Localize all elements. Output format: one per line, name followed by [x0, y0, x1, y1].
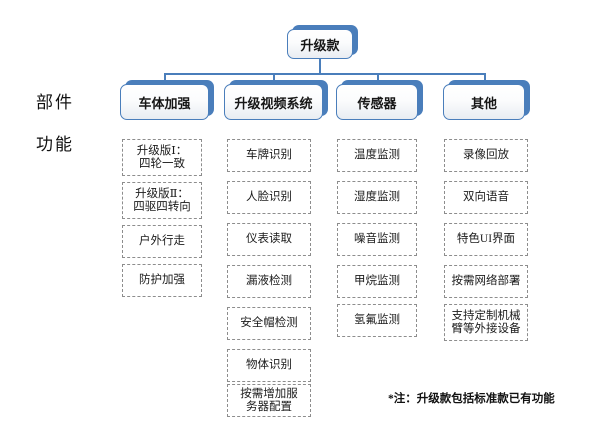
- feature-box[interactable]: 漏液检测: [227, 265, 311, 298]
- feature-box[interactable]: 录像回放: [444, 139, 528, 172]
- feature-box-label: 安全帽检测: [240, 316, 298, 329]
- row-label-2: 功能: [36, 135, 74, 154]
- feature-box-label: 湿度监测: [354, 190, 400, 203]
- feature-box-label: 户外行走: [139, 234, 185, 247]
- feature-box-label: 防护加强: [139, 273, 185, 286]
- category-node-3[interactable]: 传感器: [336, 80, 423, 120]
- category-node-1-label: 车体加强: [138, 95, 191, 111]
- category-node-1[interactable]: 车体加强: [120, 80, 214, 120]
- feature-box-label: 升级版Ⅱ： 四驱四转向: [133, 187, 191, 213]
- feature-box-label: 氢氟监测: [354, 313, 400, 326]
- feature-box-label: 甲烷监测: [354, 274, 400, 287]
- connector-root-stem: [319, 59, 321, 74]
- category-node-3-face: 传感器: [336, 84, 418, 120]
- feature-box-label: 漏液检测: [246, 274, 292, 287]
- feature-box[interactable]: 支持定制机械 臂等外接设备: [444, 304, 528, 341]
- feature-box-label: 双向语音: [463, 190, 509, 203]
- connector-bus: [164, 73, 484, 75]
- feature-box[interactable]: 升级版Ⅰ： 四轮一致: [122, 139, 202, 176]
- feature-box[interactable]: 湿度监测: [337, 181, 417, 214]
- feature-box-label: 仪表读取: [246, 232, 292, 245]
- feature-box[interactable]: 户外行走: [122, 225, 202, 258]
- connector-drop-3: [377, 73, 379, 84]
- feature-box-label: 温度监测: [354, 148, 400, 161]
- connector-drop-4: [484, 73, 486, 84]
- category-node-4-face: 其他: [443, 84, 525, 120]
- category-node-3-label: 传感器: [357, 95, 397, 111]
- feature-box[interactable]: 氢氟监测: [337, 304, 417, 337]
- root-node-box[interactable]: 升级款: [287, 25, 358, 59]
- feature-box-label: 录像回放: [463, 148, 509, 161]
- category-node-1-face: 车体加强: [120, 84, 209, 120]
- feature-box[interactable]: 噪音监测: [337, 223, 417, 256]
- category-node-4[interactable]: 其他: [443, 80, 530, 120]
- feature-box[interactable]: 甲烷监测: [337, 265, 417, 298]
- feature-box[interactable]: 仪表读取: [227, 223, 311, 256]
- feature-box[interactable]: 温度监测: [337, 139, 417, 172]
- feature-box-label: 升级版Ⅰ： 四轮一致: [136, 144, 188, 170]
- feature-box[interactable]: 按需网络部署: [444, 265, 528, 298]
- footnote: *注：升级款包括标准款已有功能: [388, 393, 555, 405]
- feature-box-label: 物体识别: [246, 358, 292, 371]
- row-label-1: 部件: [36, 93, 74, 112]
- feature-box[interactable]: 人脸识别: [227, 181, 311, 214]
- feature-box-label: 人脸识别: [246, 190, 292, 203]
- feature-box[interactable]: 双向语音: [444, 181, 528, 214]
- feature-box-label: 噪音监测: [354, 232, 400, 245]
- connector-drop-2: [273, 73, 275, 84]
- feature-box-label: 按需网络部署: [451, 274, 521, 287]
- feature-box[interactable]: 物体识别: [227, 349, 311, 382]
- category-node-2[interactable]: 升级视频系统: [224, 80, 328, 120]
- feature-box[interactable]: 车牌识别: [227, 139, 311, 172]
- category-node-2-label: 升级视频系统: [234, 95, 313, 111]
- feature-box-label: 支持定制机械 臂等外接设备: [451, 309, 521, 335]
- feature-box[interactable]: 按需增加服 务器配置: [227, 384, 311, 417]
- root-node-box-face: 升级款: [287, 29, 353, 59]
- feature-box-label: 按需增加服 务器配置: [240, 387, 298, 413]
- category-node-4-label: 其他: [470, 95, 497, 111]
- feature-box[interactable]: 安全帽检测: [227, 307, 311, 340]
- connector-drop-1: [164, 73, 166, 84]
- feature-box[interactable]: 防护加强: [122, 264, 202, 297]
- category-node-2-face: 升级视频系统: [224, 84, 323, 120]
- feature-box-label: 车牌识别: [246, 148, 292, 161]
- root-node-box-label: 升级款: [300, 37, 340, 53]
- feature-box[interactable]: 特色UI界面: [444, 223, 528, 256]
- feature-box-label: 特色UI界面: [456, 232, 516, 245]
- feature-box[interactable]: 升级版Ⅱ： 四驱四转向: [122, 182, 202, 219]
